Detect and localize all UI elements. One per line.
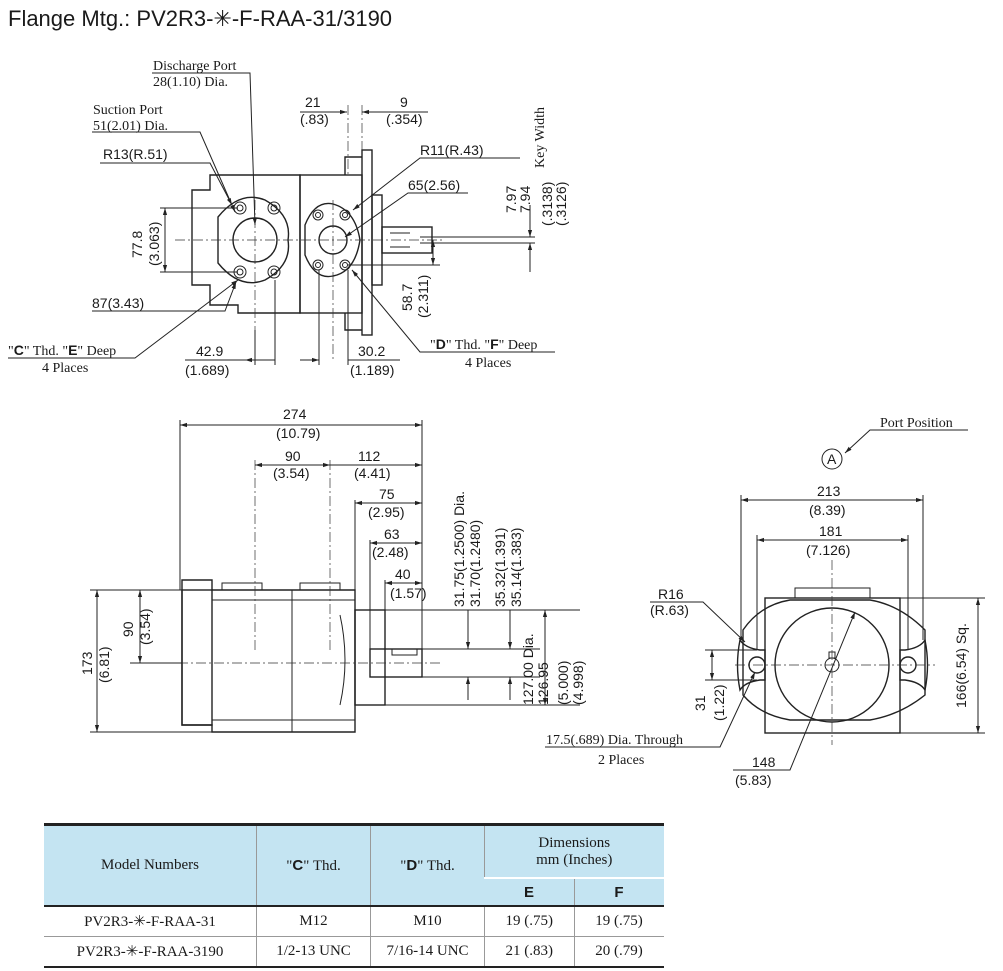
table-header-row-1: Model Numbers "C" Thd. "D" Thd. Dimensio… — [44, 824, 664, 906]
dim-63-in: (2.48) — [372, 544, 409, 560]
header-f: F — [573, 877, 664, 906]
dim-112-in: (4.41) — [354, 465, 391, 481]
cell-model: PV2R3-✳-F-RAA-31 — [44, 905, 257, 937]
hole-note: 17.5(.689) Dia. Through — [546, 733, 683, 748]
suction-port-label: Suction Port — [93, 103, 163, 118]
dim-9-in: (.354) — [386, 111, 423, 127]
dim-274: 274 — [283, 406, 307, 422]
cell-f: 19 (.75) — [573, 905, 664, 937]
top-view — [8, 72, 555, 365]
dim-r16: R16 — [658, 586, 684, 602]
dim-587: 58.7 — [399, 284, 415, 311]
pilot-dia-1: 127.00 Dia. — [520, 633, 536, 705]
dim-90v-in: (3.54) — [137, 608, 153, 645]
key-794: 7.94 — [517, 186, 533, 213]
header-d-thd: "D" Thd. — [370, 824, 485, 906]
dim-166: 166(6.54) Sq. — [953, 623, 969, 708]
dim-40: 40 — [395, 566, 411, 582]
dim-173-in: (6.81) — [96, 646, 112, 683]
dim-75: 75 — [379, 486, 395, 502]
dim-429-in: (1.689) — [185, 362, 229, 378]
c-thread-note: "C" Thd. "E" Deep — [8, 342, 116, 359]
spec-table: Model Numbers "C" Thd. "D" Thd. Dimensio… — [44, 823, 664, 968]
dim-778: 77.8 — [129, 231, 145, 258]
dim-21-in: (.83) — [300, 111, 329, 127]
c-thread-places: 4 Places — [42, 361, 88, 376]
cell-e: 19 (.75) — [484, 905, 574, 937]
d-thread-places: 4 Places — [465, 356, 511, 371]
dim-429: 42.9 — [196, 343, 223, 359]
hole-places: 2 Places — [598, 753, 644, 768]
drawing-canvas: Discharge Port 28(1.10) Dia. Suction Por… — [8, 59, 985, 788]
dim-9: 9 — [400, 94, 408, 110]
dim-213-in: (8.39) — [809, 502, 846, 518]
table-row: PV2R3-✳-F-RAA-3190 1/2-13 UNC 7/16-14 UN… — [44, 936, 664, 968]
cell-e: 21 (.83) — [484, 936, 574, 968]
dim-63: 63 — [384, 526, 400, 542]
dim-r13: R13(R.51) — [103, 146, 168, 162]
dim-31-in: (1.22) — [711, 684, 727, 721]
port-position-label: Port Position — [880, 416, 953, 431]
dim-274-in: (10.79) — [276, 425, 320, 441]
dim-302-in: (1.189) — [350, 362, 394, 378]
cell-model: PV2R3-✳-F-RAA-3190 — [44, 936, 257, 968]
header-model: Model Numbers — [44, 824, 257, 906]
shaft-dia-4: 35.14(1.383) — [508, 528, 524, 607]
shaft-dia-3: 35.32(1.391) — [492, 528, 508, 607]
shaft-dia-1: 31.75(1.2500) Dia. — [451, 491, 467, 607]
cell-c-thd: M12 — [256, 905, 371, 937]
dim-148-in: (5.83) — [735, 772, 772, 788]
key-3138: (.3138) — [539, 182, 555, 226]
dim-90: 90 — [285, 448, 301, 464]
suction-port-dia: 51(2.01) Dia. — [93, 119, 168, 134]
cell-d-thd: 7/16-14 UNC — [370, 936, 485, 968]
cell-f: 20 (.79) — [573, 936, 664, 968]
key-797: 7.97 — [503, 186, 519, 213]
dim-181-in: (7.126) — [806, 542, 850, 558]
shaft-dia-2: 31.70(1.2480) — [467, 520, 483, 607]
dim-87: 87(3.43) — [92, 295, 144, 311]
dim-148: 148 — [752, 754, 776, 770]
port-marker: A — [827, 451, 837, 467]
key-3126: (.3126) — [553, 182, 569, 226]
dim-r11: R11(R.43) — [420, 142, 484, 158]
dim-65: 65(2.56) — [408, 177, 460, 193]
dim-181: 181 — [819, 523, 843, 539]
dim-90v: 90 — [120, 621, 136, 637]
dim-40-in: (1.57) — [390, 585, 427, 601]
side-view — [90, 420, 580, 733]
discharge-port-dia: 28(1.10) Dia. — [153, 75, 228, 90]
pilot-dia-2: 126.95 — [535, 662, 551, 705]
pilot-dia-3: (5.000) — [555, 661, 571, 705]
dim-213: 213 — [817, 483, 841, 499]
dim-31: 31 — [692, 695, 708, 711]
table-header-row-2: E F — [44, 877, 664, 906]
pilot-dia-4: (4.998) — [570, 661, 586, 705]
discharge-port-label: Discharge Port — [153, 59, 236, 74]
dim-778-in: (3.063) — [146, 222, 162, 266]
dim-r16-in: (R.63) — [650, 602, 689, 618]
dim-90-in: (3.54) — [273, 465, 310, 481]
dim-302: 30.2 — [358, 343, 385, 359]
cell-d-thd: M10 — [370, 905, 485, 937]
dim-112: 112 — [358, 448, 381, 464]
dim-587-in: (2.311) — [415, 275, 431, 318]
dim-173: 173 — [79, 651, 95, 675]
page-title: Flange Mtg.: PV2R3-✳-F-RAA-31/3190 — [8, 6, 393, 31]
dim-21: 21 — [305, 94, 321, 110]
dim-75-in: (2.95) — [368, 504, 405, 520]
key-width-label: Key Width — [533, 107, 548, 168]
cell-c-thd: 1/2-13 UNC — [256, 936, 371, 968]
header-e: E — [484, 877, 574, 906]
d-thread-note: "D" Thd. "F" Deep — [430, 336, 537, 353]
header-c-thd: "C" Thd. — [256, 824, 371, 906]
front-view — [545, 429, 985, 771]
table-row: PV2R3-✳-F-RAA-31 M12 M10 19 (.75) 19 (.7… — [44, 905, 664, 937]
